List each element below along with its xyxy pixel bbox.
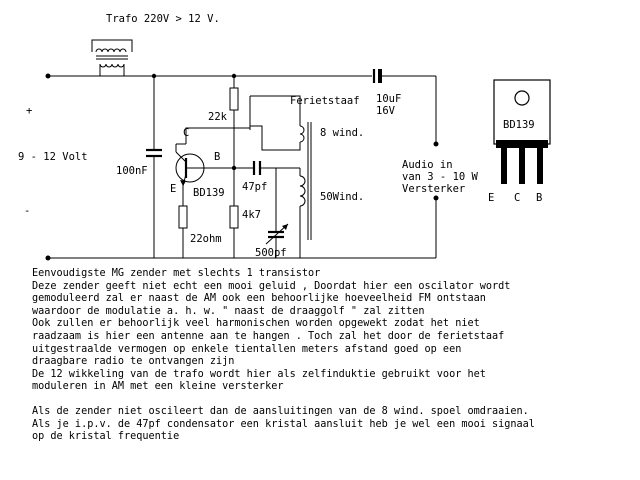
description-text: Eenvoudigste MG zender met slechts 1 tra… [32,268,632,394]
note-line: Als je i.p.v. de 47pf condensator een kr… [32,418,535,430]
capacitor-10uf-label: 10uF [376,93,401,105]
note-line: op de kristal frequentie [32,431,180,443]
supply-minus-terminal [45,255,51,261]
audio-in-label: Audio in [402,159,453,171]
resistor-22k [229,76,239,168]
pin-e-label: E [488,192,494,204]
coil-8-wind [249,95,305,151]
capacitor-10uf [372,69,437,144]
resistor-4k7-label: 4k7 [242,209,261,221]
resistor-22ohm [178,186,188,258]
capacitor-16v-label: 16V [376,105,396,117]
description-line: moduleren in AM met een kleine versterke… [32,381,284,393]
description-line: raadzaam is hier een antenne aan te hang… [32,330,505,342]
description-line: waardoor de modulatie a. h. w. " naast d… [32,305,425,317]
coil-50-wind [299,168,306,258]
amplifier-label: Versterker [402,183,465,195]
description-line: draagbare radio te ontvangen zijn [32,356,235,368]
supply-plus-terminal [45,73,51,79]
emitter-label: E [170,183,176,195]
transistor-symbol [175,143,234,187]
plus-label: + [26,105,32,117]
capacitor-500pf-label: 500pf [255,247,287,259]
capacitor-500pf-variable [265,168,289,258]
audio-in-terminal-top [433,141,439,147]
base-label: B [214,151,220,163]
description-line: gemoduleerd zal er naast de AM ook een b… [32,293,486,305]
capacitor-47pf [234,161,300,175]
pin-b-label: B [536,192,542,204]
description-line: De 12 wikkeling van de trafo wordt hier … [32,368,486,380]
trafo-label: Trafo 220V > 12 V. [106,13,220,25]
package-label: BD139 [503,119,535,131]
transistor-label: BD139 [193,187,225,199]
capacitor-100nf [146,76,162,258]
collector-label: C [183,127,189,139]
transformer-symbol [91,39,133,76]
resistor-22k-label: 22k [208,111,228,123]
resistor-4k7 [229,168,239,258]
ferrite-rod-label: Ferietstaaf [290,95,360,107]
description-line: Deze zender geeft niet echt een mooi gel… [32,280,511,292]
coil-50-wind-label: 50Wind. [320,191,364,203]
amplifier-range-label: van 3 - 10 W [402,171,479,183]
description-line: uitgestraalde vermogen op enkele tiental… [32,343,462,355]
minus-label: - [24,205,30,217]
notes-text: Als de zender niet oscileert dan de aans… [32,406,632,444]
pin-c-label: C [514,192,520,204]
description-line: Eenvoudigste MG zender met slechts 1 tra… [32,268,321,279]
collector-wire [185,96,251,140]
capacitor-100nf-label: 100nF [116,165,148,177]
capacitor-47pf-label: 47pf [242,181,267,193]
bd139-package [493,79,551,184]
supply-voltage-label: 9 - 12 Volt [18,151,88,163]
coil-8-wind-label: 8 wind. [320,127,364,139]
description-line: Ook zullen er behoorlijk veel harmonisch… [32,318,480,330]
note-line: Als de zender niet oscileert dan de aans… [32,406,529,417]
ferrite-rod [307,122,312,240]
resistor-22ohm-label: 22ohm [190,233,222,245]
